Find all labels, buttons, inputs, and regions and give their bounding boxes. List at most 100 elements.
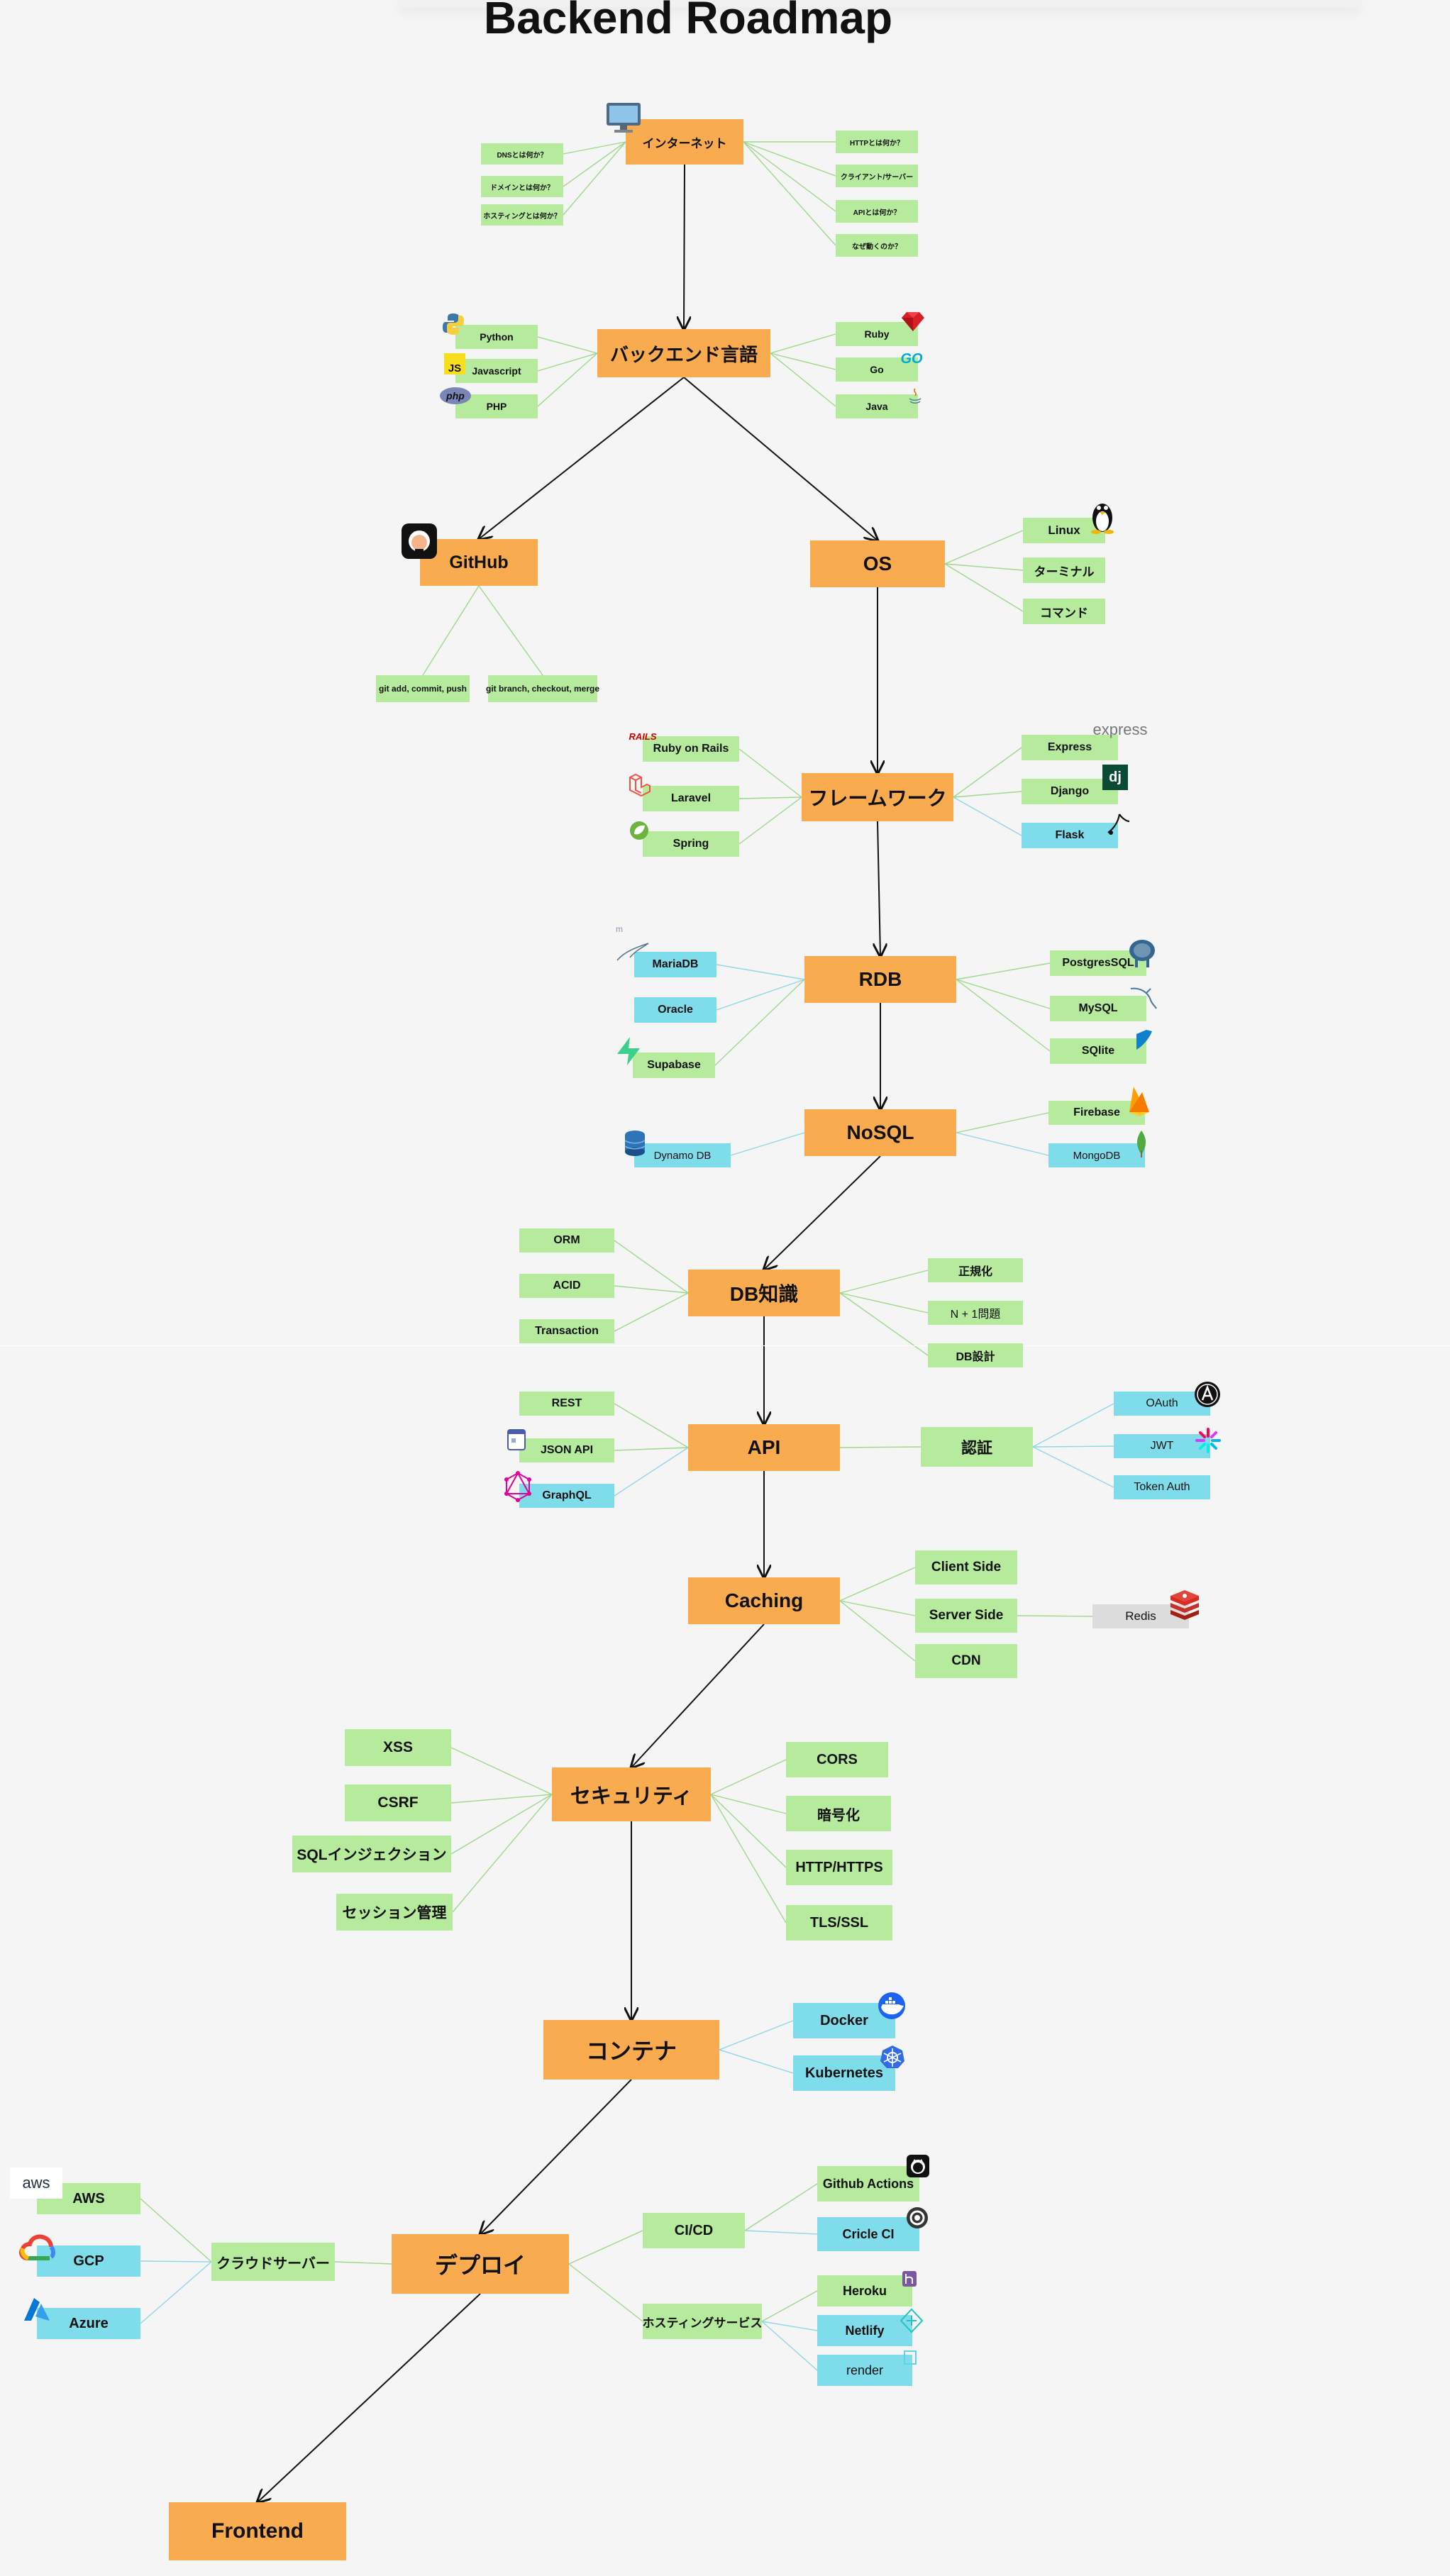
canvas-seam xyxy=(0,1345,1450,1346)
node-sql-injection[interactable]: SQLインジェクション xyxy=(292,1836,451,1872)
node-hosting-service[interactable]: ホスティングサービス xyxy=(643,2304,763,2339)
node-django[interactable]: Django xyxy=(1022,779,1118,804)
node-xss[interactable]: XSS xyxy=(345,1729,451,1766)
node-laravel[interactable]: Laravel xyxy=(643,786,739,811)
node-os[interactable]: OS xyxy=(810,540,945,587)
node-docker[interactable]: Docker xyxy=(793,2003,895,2038)
node-nosql[interactable]: NoSQL xyxy=(804,1109,956,1156)
node-cors[interactable]: CORS xyxy=(786,1742,888,1777)
node-server-side[interactable]: Server Side xyxy=(915,1599,1017,1633)
node-csrf[interactable]: CSRF xyxy=(345,1784,451,1821)
flow-arrow-backend-language-to-os xyxy=(683,377,878,540)
node-db-knowledge[interactable]: DB知識 xyxy=(688,1270,840,1316)
node-github-actions[interactable]: Github Actions xyxy=(817,2166,919,2202)
node-n-plus-one[interactable]: N + 1問題 xyxy=(928,1301,1023,1325)
node-cloud-server[interactable]: クラウドサーバー xyxy=(211,2243,335,2281)
node-why-work[interactable]: なぜ動くのか？ xyxy=(836,234,918,257)
node-rest[interactable]: REST xyxy=(519,1392,614,1416)
flow-arrow-deploy-to-frontend xyxy=(258,2293,481,2502)
node-db-design[interactable]: DB設計 xyxy=(928,1343,1023,1367)
github-actions-icon xyxy=(907,2155,929,2177)
branch-line-internet-client-server xyxy=(743,141,836,177)
node-ruby[interactable]: Ruby xyxy=(836,322,918,346)
node-firebase[interactable]: Firebase xyxy=(1048,1101,1145,1125)
node-github[interactable]: GitHub xyxy=(420,539,538,586)
node-frontend[interactable]: Frontend xyxy=(169,2502,346,2560)
node-internet[interactable]: インターネット xyxy=(626,119,743,165)
node-hosting-what[interactable]: ホスティングとは何か？ xyxy=(481,204,563,226)
node-normalize[interactable]: 正規化 xyxy=(928,1258,1023,1282)
node-api[interactable]: API xyxy=(688,1424,840,1471)
node-acid[interactable]: ACID xyxy=(519,1274,614,1298)
node-git-add[interactable]: git add, commit, push xyxy=(376,675,470,702)
branch-line-db-knowledge-acid xyxy=(614,1285,689,1294)
node-client-server[interactable]: クライアント/サーバー xyxy=(836,165,918,187)
node-session[interactable]: セッション管理 xyxy=(336,1894,453,1931)
node-http-https[interactable]: HTTP/HTTPS xyxy=(786,1850,892,1885)
node-dynamodb[interactable]: Dynamo DB xyxy=(634,1143,731,1167)
node-caching[interactable]: Caching xyxy=(688,1577,840,1624)
node-client-side[interactable]: Client Side xyxy=(915,1550,1017,1584)
node-git-branch[interactable]: git branch, checkout, merge xyxy=(486,675,599,702)
node-rdb[interactable]: RDB xyxy=(804,956,956,1003)
node-cdn[interactable]: CDN xyxy=(915,1644,1017,1678)
node-mysql[interactable]: MySQL xyxy=(1050,996,1146,1021)
node-auth[interactable]: 認証 xyxy=(921,1427,1033,1467)
node-json-api[interactable]: JSON API xyxy=(519,1438,614,1462)
node-kubernetes[interactable]: Kubernetes xyxy=(793,2055,895,2091)
node-backend-language[interactable]: バックエンド言語 xyxy=(597,329,770,377)
node-java[interactable]: Java xyxy=(836,394,918,418)
node-mongodb[interactable]: MongoDB xyxy=(1048,1143,1145,1167)
branch-line-caching-server-side xyxy=(839,1600,916,1616)
node-terminal[interactable]: ターミナル xyxy=(1023,557,1105,583)
node-heroku[interactable]: Heroku xyxy=(817,2275,912,2306)
node-token-auth[interactable]: Token Auth xyxy=(1114,1475,1210,1499)
node-postgres[interactable]: PostgresSQL xyxy=(1050,950,1146,976)
node-jwt[interactable]: JWT xyxy=(1114,1434,1210,1458)
mariadb-icon: m xyxy=(616,924,649,961)
node-oauth[interactable]: OAuth xyxy=(1114,1392,1210,1416)
node-domain[interactable]: ドメインとは何か？ xyxy=(481,176,563,197)
node-ci-cd[interactable]: CI/CD xyxy=(643,2213,745,2248)
branch-line-backend-language-ruby xyxy=(770,333,836,354)
node-supabase[interactable]: Supabase xyxy=(633,1053,715,1078)
node-tls-ssl[interactable]: TLS/SSL xyxy=(786,1905,892,1941)
node-javascript[interactable]: Javascript xyxy=(455,359,538,383)
branch-line-rdb-mariadb xyxy=(716,964,805,980)
node-rails[interactable]: Ruby on Rails xyxy=(643,736,739,762)
node-container[interactable]: コンテナ xyxy=(543,2020,719,2080)
node-http-what[interactable]: HTTPとは何か？ xyxy=(836,131,918,153)
node-azure[interactable]: Azure xyxy=(37,2308,140,2339)
node-express[interactable]: Express xyxy=(1022,735,1118,760)
docker-icon xyxy=(878,1992,905,2019)
node-netlify[interactable]: Netlify xyxy=(817,2315,912,2346)
branch-line-hosting-service-heroku xyxy=(761,2290,818,2322)
node-encryption[interactable]: 暗号化 xyxy=(786,1796,891,1831)
node-python[interactable]: Python xyxy=(455,325,538,349)
node-spring[interactable]: Spring xyxy=(643,831,739,857)
node-graphql[interactable]: GraphQL xyxy=(519,1484,614,1508)
branch-line-cloud-server-gcp xyxy=(140,2260,212,2263)
monitor-icon xyxy=(607,103,641,133)
node-mariadb[interactable]: MariaDB xyxy=(634,952,716,977)
mysql-icon xyxy=(1130,987,1157,1009)
node-orm[interactable]: ORM xyxy=(519,1228,614,1253)
node-go[interactable]: Go xyxy=(836,357,918,382)
node-flask[interactable]: Flask xyxy=(1022,823,1118,848)
node-deploy[interactable]: デプロイ xyxy=(392,2234,569,2294)
node-sqlite[interactable]: SQlite xyxy=(1050,1038,1146,1064)
node-framework[interactable]: フレームワーク xyxy=(802,773,953,821)
node-command[interactable]: コマンド xyxy=(1023,599,1105,624)
node-oracle[interactable]: Oracle xyxy=(634,997,716,1023)
node-linux[interactable]: Linux xyxy=(1023,518,1105,543)
branch-line-backend-language-go xyxy=(770,352,836,370)
node-dns[interactable]: DNSとは何か？ xyxy=(481,143,563,165)
node-api-what[interactable]: APIとは何か？ xyxy=(836,200,918,223)
branch-line-framework-laravel xyxy=(738,796,802,799)
laravel-icon xyxy=(629,773,651,797)
node-circle-ci[interactable]: Cricle CI xyxy=(817,2217,919,2251)
node-redis[interactable]: Redis xyxy=(1092,1604,1189,1628)
node-transaction[interactable]: Transaction xyxy=(519,1319,614,1343)
node-render[interactable]: render xyxy=(817,2355,912,2386)
node-security[interactable]: セキュリティ xyxy=(552,1767,711,1821)
